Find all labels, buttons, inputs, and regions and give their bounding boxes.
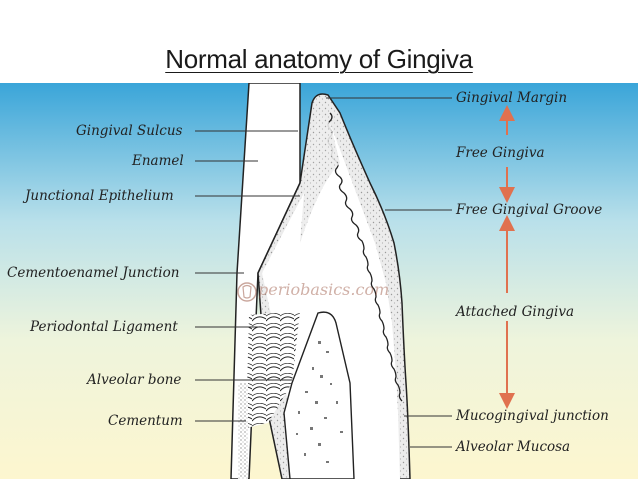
label-free-gingival-groove: Free Gingival Groove [456,202,603,218]
gingival-epithelium [300,113,340,243]
label-gingival-margin: Gingival Margin [456,90,568,106]
label-mucogingival-junction: Mucogingival junction [456,408,609,424]
label-enamel: Enamel [132,153,184,169]
alveolar-bone [283,311,355,479]
bone-speckles [296,341,343,463]
label-gingival-sulcus: Gingival Sulcus [76,123,183,139]
periodontal-ligament [246,311,300,428]
label-alveolar-mucosa: Alveolar Mucosa [456,439,571,455]
label-cementum: Cementum [108,413,183,429]
watermark-logo-icon [237,282,257,302]
cementum-strip [238,383,248,479]
right-leader-lines [326,97,452,448]
label-attached-gingiva: Attached Gingiva [456,304,575,320]
label-periodontal-ligament: Periodontal Ligament [30,319,178,335]
left-leader-lines [195,130,300,422]
anatomy-diagram [0,83,638,479]
slide-title: Normal anatomy of Gingiva [165,44,473,74]
label-cementoenamel-junction: Cementoenamel Junction [7,265,180,281]
label-junctional-epithelium: Junctional Epithelium [25,188,174,204]
watermark-text: periobasics.com [258,280,390,299]
label-free-gingiva: Free Gingiva [456,145,545,161]
label-alveolar-bone: Alveolar bone [87,372,182,388]
